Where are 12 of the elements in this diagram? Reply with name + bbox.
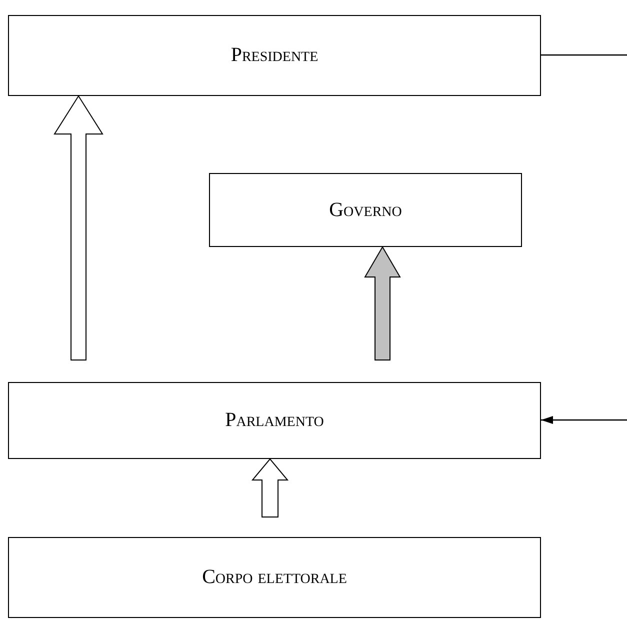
box-label: Governo xyxy=(329,198,402,222)
box-label: Corpo elettorale xyxy=(202,566,347,589)
box-label: Presidente xyxy=(230,44,318,67)
block-arrow xyxy=(54,95,104,360)
block-arrow xyxy=(251,458,289,518)
institution-box xyxy=(8,537,541,618)
institution-box xyxy=(209,173,522,247)
arrow xyxy=(541,416,627,424)
box-label: Parlamento xyxy=(225,409,324,432)
institution-box xyxy=(8,382,541,459)
institution-box xyxy=(8,15,541,96)
block-arrow xyxy=(364,246,401,360)
